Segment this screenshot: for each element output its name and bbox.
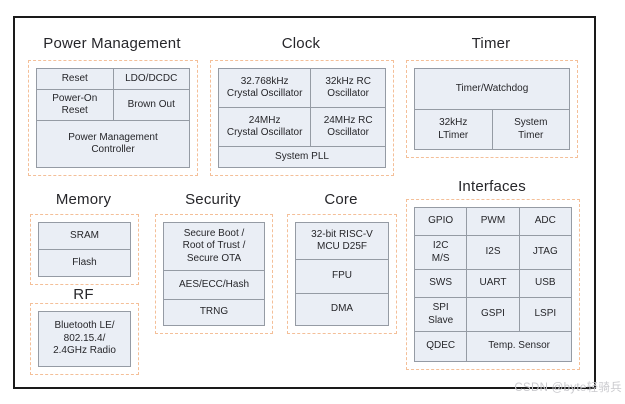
section-title-timer: Timer: [471, 35, 511, 52]
block-crystal-oscillator-24mhz: 24MHz Crystal Oscillator: [219, 108, 311, 146]
block-power-management-controller: Power Management Controller: [37, 121, 189, 167]
section-title-interfaces: Interfaces: [458, 178, 526, 195]
block-crystal-oscillator-32768khz: 32.768kHz Crystal Oscillator: [219, 69, 311, 107]
section-memory: SRAM Flash: [30, 214, 139, 285]
block-sws: SWS: [415, 270, 467, 297]
block-system-timer: System Timer: [492, 110, 569, 149]
timer-grid: Timer/Watchdog 32kHz LTimer System Timer: [414, 68, 570, 150]
interfaces-grid: GPIO PWM ADC I2C M/S I2S JTAG SWS UART U…: [414, 207, 572, 362]
section-power-management: Reset LDO/DCDC Power-On Reset Brown Out …: [28, 60, 198, 176]
section-title-rf: RF: [73, 286, 94, 303]
section-security: Secure Boot / Root of Trust / Secure OTA…: [155, 214, 273, 334]
section-interfaces: GPIO PWM ADC I2C M/S I2S JTAG SWS UART U…: [406, 199, 580, 370]
block-trng: TRNG: [164, 300, 264, 325]
section-title-core: Core: [324, 191, 358, 208]
core-grid: 32-bit RISC-V MCU D25F FPU DMA: [295, 222, 389, 326]
section-timer: Timer/Watchdog 32kHz LTimer System Timer: [406, 60, 578, 158]
block-rc-oscillator-32khz: 32kHz RC Oscillator: [311, 69, 385, 107]
section-title-clock: Clock: [281, 35, 321, 52]
block-i2s: I2S: [467, 236, 519, 269]
block-sram: SRAM: [39, 223, 130, 249]
power-management-grid: Reset LDO/DCDC Power-On Reset Brown Out …: [36, 68, 190, 168]
block-rc-oscillator-24mhz: 24MHz RC Oscillator: [311, 108, 385, 146]
block-reset: Reset: [37, 69, 113, 89]
block-gspi: GSPI: [467, 298, 519, 331]
block-power-on-reset: Power-On Reset: [37, 90, 113, 120]
section-clock: 32.768kHz Crystal Oscillator 32kHz RC Os…: [210, 60, 394, 176]
section-title-memory: Memory: [55, 191, 112, 208]
block-dma: DMA: [296, 294, 388, 325]
block-32khz-ltimer: 32kHz LTimer: [415, 110, 492, 149]
block-aes-ecc-hash: AES/ECC/Hash: [164, 271, 264, 299]
block-riscv-mcu: 32-bit RISC-V MCU D25F: [296, 223, 388, 259]
block-radio: Bluetooth LE/ 802.15.4/ 2.4GHz Radio: [39, 312, 130, 366]
block-qdec: QDEC: [415, 332, 467, 361]
section-title-security: Security: [185, 191, 241, 208]
block-timer-watchdog: Timer/Watchdog: [415, 69, 569, 109]
section-title-power-management: Power Management: [43, 35, 181, 52]
block-uart: UART: [467, 270, 519, 297]
block-flash: Flash: [39, 250, 130, 276]
section-rf: Bluetooth LE/ 802.15.4/ 2.4GHz Radio: [30, 303, 139, 375]
memory-grid: SRAM Flash: [38, 222, 131, 277]
block-jtag: JTAG: [519, 236, 571, 269]
block-secure-boot: Secure Boot / Root of Trust / Secure OTA: [164, 223, 264, 270]
block-lspi: LSPI: [519, 298, 571, 331]
block-gpio: GPIO: [415, 208, 467, 235]
block-ldo-dcdc: LDO/DCDC: [113, 69, 189, 89]
block-adc: ADC: [519, 208, 571, 235]
block-fpu: FPU: [296, 260, 388, 293]
block-usb: USB: [519, 270, 571, 297]
block-system-pll: System PLL: [219, 147, 385, 167]
block-spi-slave: SPI Slave: [415, 298, 467, 331]
block-brown-out: Brown Out: [113, 90, 189, 120]
security-grid: Secure Boot / Root of Trust / Secure OTA…: [163, 222, 265, 326]
block-pwm: PWM: [467, 208, 519, 235]
clock-grid: 32.768kHz Crystal Oscillator 32kHz RC Os…: [218, 68, 386, 168]
watermark: CSDN @byte轻骑兵: [514, 382, 622, 394]
section-core: 32-bit RISC-V MCU D25F FPU DMA: [287, 214, 397, 334]
block-i2c-ms: I2C M/S: [415, 236, 467, 269]
block-temp-sensor: Temp. Sensor: [467, 332, 571, 361]
rf-grid: Bluetooth LE/ 802.15.4/ 2.4GHz Radio: [38, 311, 131, 367]
